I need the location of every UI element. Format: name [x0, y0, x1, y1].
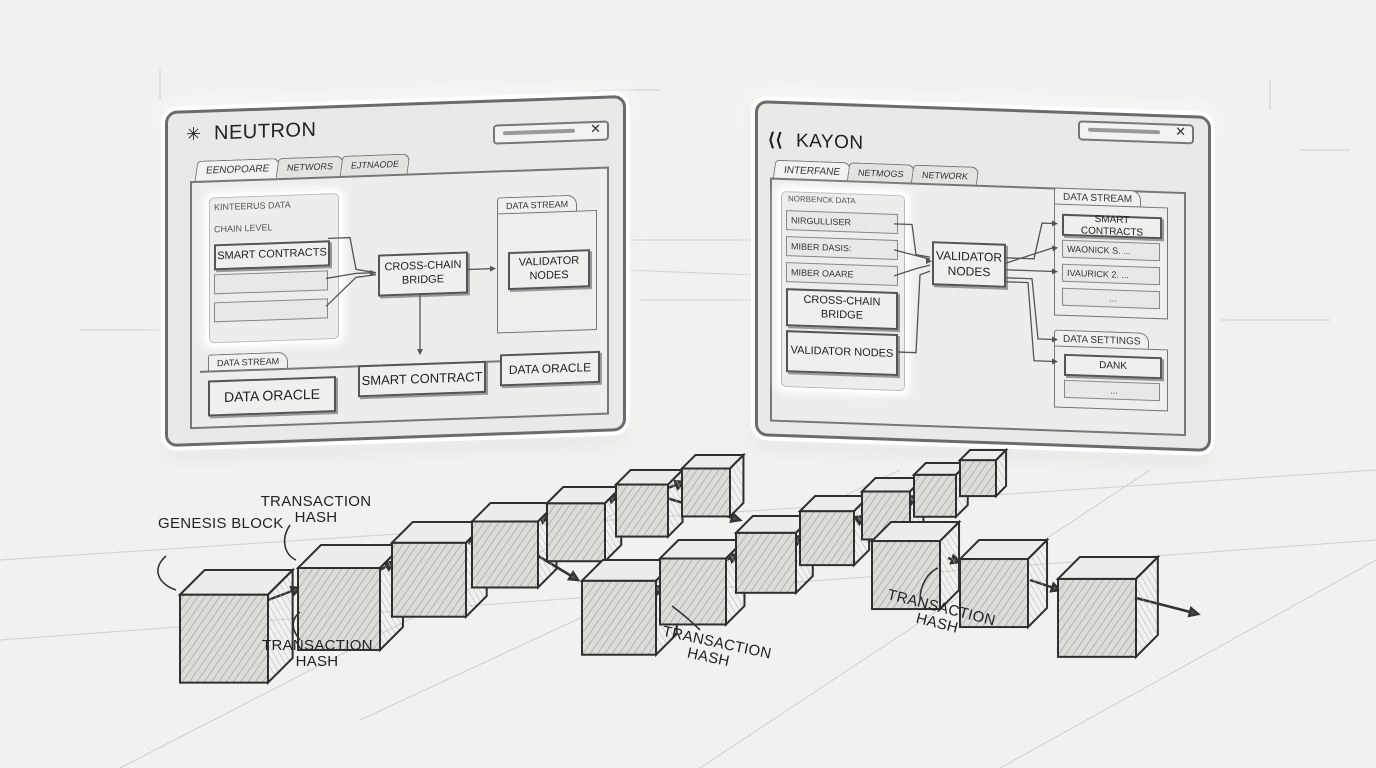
block-cube: [1055, 554, 1161, 660]
genesis-block-label: GENESIS BLOCK: [158, 515, 284, 532]
block-cube: [389, 519, 490, 620]
chain-arrowhead: [566, 570, 581, 582]
chain-arrowhead: [729, 511, 743, 523]
kayon-connector-arrows: [893, 220, 1058, 365]
transaction-hash-label-2: TRANSACTION HASH: [262, 637, 373, 670]
neutron-panel: KINTEERUS DATA CHAIN LEVEL SMART CONTRAC…: [190, 166, 609, 430]
neutron-connector-arrows: [325, 236, 496, 356]
block-cube: [957, 447, 1009, 499]
transaction-hash-label-1: TRANSACTION HASH: [260, 493, 372, 526]
block-cube: [957, 537, 1050, 630]
chain-arrowhead: [1187, 605, 1201, 618]
block-cube: [679, 452, 746, 519]
block-cube: [177, 567, 296, 686]
block-cube: [657, 537, 747, 627]
neutron-window: ✳NEUTRON ✕ EENOPOARE NETWORS EJTNAODE KI…: [165, 94, 626, 448]
block-cube: [613, 467, 685, 539]
block-cube: [579, 557, 680, 658]
block-cube: [544, 484, 624, 564]
kayon-panel: NORBENCK DATA NIRGULLISER MIBER DASIS: M…: [770, 177, 1186, 437]
kayon-window: ⟨⟨KAYON ✕ INTERFANE NETMOGS NETWORK NORB…: [755, 100, 1211, 452]
